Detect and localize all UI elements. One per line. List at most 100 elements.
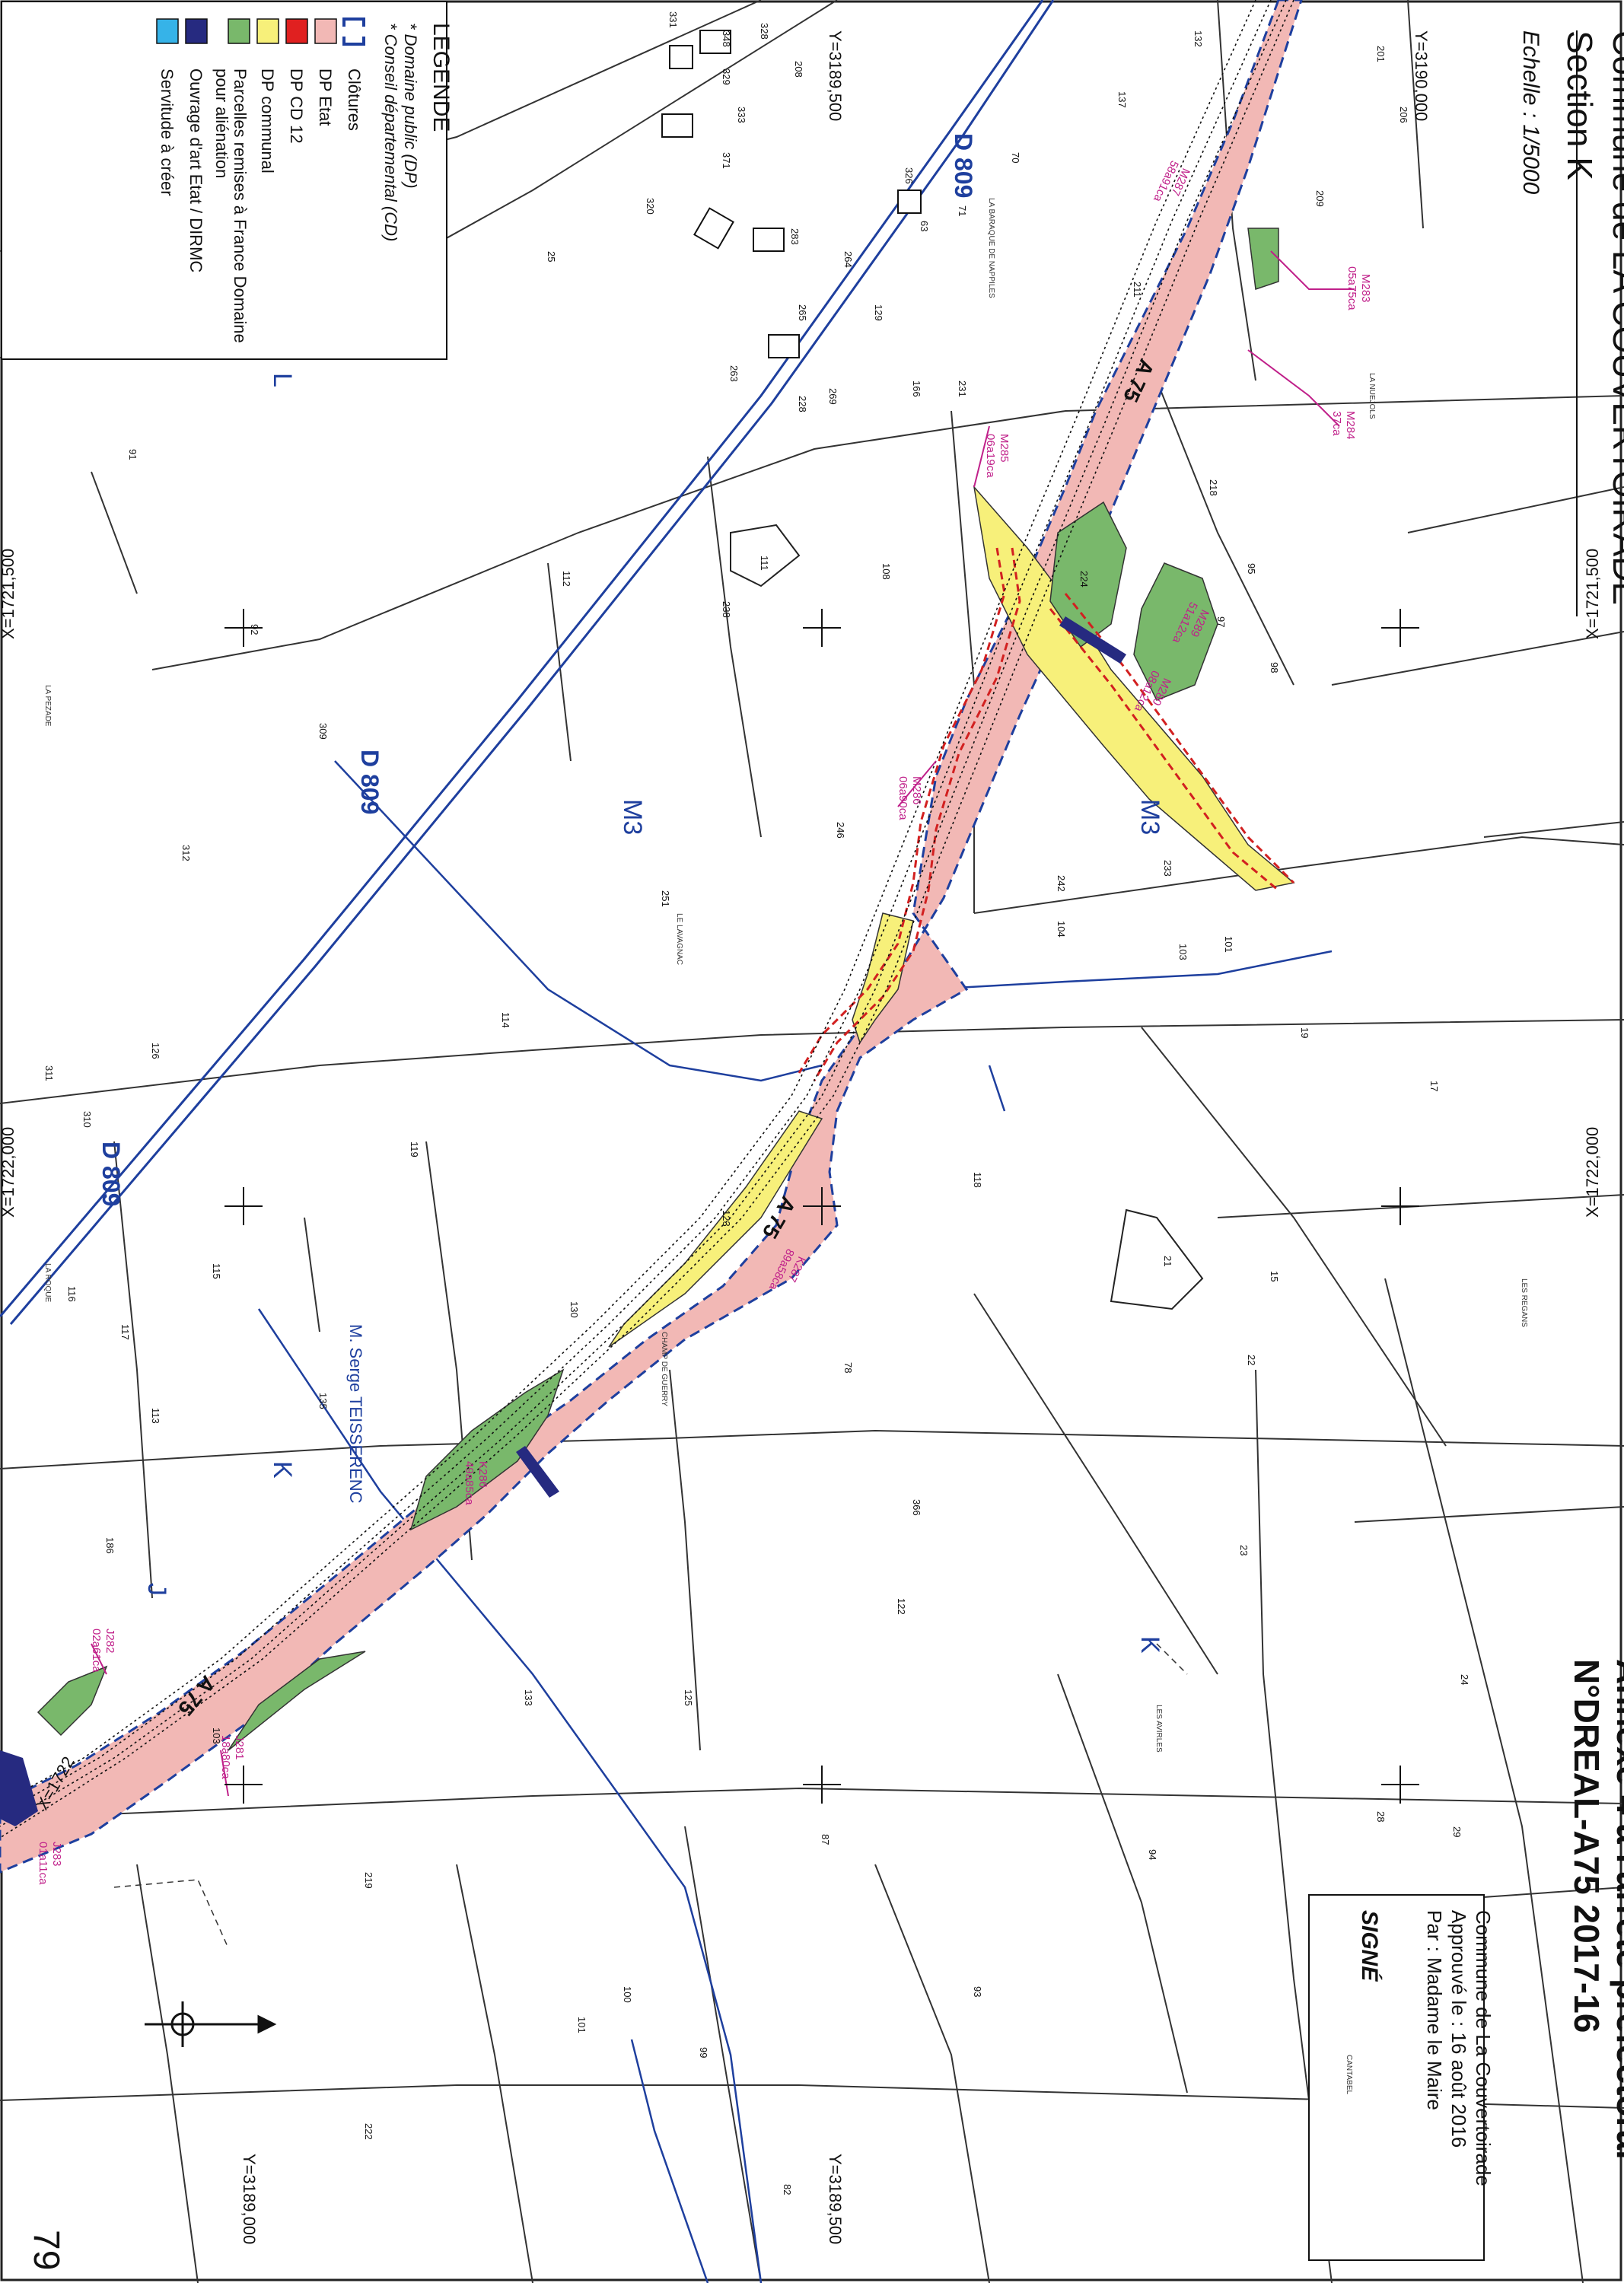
lieu-dit: LA ROQUE xyxy=(43,1263,52,1302)
parcel-number: 113 xyxy=(150,1408,161,1424)
dp-etat-area xyxy=(0,0,1303,1874)
a75-lanes xyxy=(0,0,1294,1839)
parcel-number: 71 xyxy=(957,205,968,216)
approval-date: Approuvé le : 16 août 2016 xyxy=(1447,1910,1470,2148)
section-l: L xyxy=(268,373,297,387)
parcel-number: 326 xyxy=(903,167,915,184)
legend-label-ouvrage-art: Ouvrage d'art Etat / DIRMC xyxy=(186,68,205,272)
section-m3-right: M3 xyxy=(1135,799,1164,835)
parcel-number: 186 xyxy=(104,1537,116,1554)
legend-label-clotures: Clôtures xyxy=(345,68,364,131)
parcel-number: 123 xyxy=(721,1210,732,1227)
legend-note-cd: * Conseil départemental (CD) xyxy=(381,23,400,241)
label-m285: M285 xyxy=(998,434,1011,463)
parcel-number: 310 xyxy=(81,1111,93,1128)
label-m283-area: 05a75ca xyxy=(1345,266,1358,310)
annex-line-1: Annexe 4 à l'arrêté préfectoral xyxy=(1610,1659,1624,2160)
label-j283: J283 xyxy=(50,1842,63,1867)
header-block: Commune de LA COUVERTOIRADE Section K Ec… xyxy=(1518,30,1624,605)
legend-note-dp: * Domaine public (DP) xyxy=(401,23,420,189)
parcel-number: 117 xyxy=(119,1324,131,1340)
north-arrow-icon xyxy=(145,2001,277,2047)
parcel-number: 95 xyxy=(1246,563,1257,574)
label-m286-area: 06a90ca xyxy=(896,776,909,820)
parcel-number: 23 xyxy=(1238,1545,1250,1555)
section-m3-left: M3 xyxy=(618,799,647,835)
parcel-number: 251 xyxy=(660,890,671,907)
parcel-number: 22 xyxy=(1246,1355,1257,1365)
lieu-dit: LE LAVAGNAC xyxy=(675,913,683,965)
parcel-number: 320 xyxy=(645,198,656,215)
legend-label-france-domaine-2: pour aliénation xyxy=(212,68,231,178)
label-k286-area: 49a85ca xyxy=(463,1461,476,1505)
parcel-number: 29 xyxy=(1451,1826,1463,1837)
label-m284-area: 37ca xyxy=(1330,411,1343,436)
parcel-number: 208 xyxy=(793,61,804,78)
label-d809-mid: D 809 xyxy=(356,750,384,814)
annex-line-2: N°DREAL-A75 2017-16 xyxy=(1567,1659,1606,2033)
red-swatch-icon xyxy=(285,18,308,44)
ouvrage-art-structures xyxy=(0,616,1126,1826)
parcel-number: 201 xyxy=(1375,46,1387,62)
green-swatch-icon xyxy=(228,18,250,44)
parcel-number: 70 xyxy=(1010,152,1021,163)
parcel-number: 283 xyxy=(789,228,801,245)
parcel-number: 87 xyxy=(820,1834,831,1845)
parcel-21-outline xyxy=(1110,1208,1204,1310)
parcel-number: 311 xyxy=(43,1065,55,1081)
section-title: Section K xyxy=(1560,30,1600,180)
parcel-number: 82 xyxy=(782,2184,793,2195)
parcel-111-outline xyxy=(730,524,801,587)
parcel-number: 348 xyxy=(721,30,732,47)
road-labels: D 809 D 809 D 809 xyxy=(97,133,977,1206)
yellow-swatch-icon xyxy=(256,18,279,44)
parcel-number: 93 xyxy=(972,1986,983,1997)
section-j: J xyxy=(142,1583,171,1596)
parcel-number: 111 xyxy=(759,556,770,571)
label-d809-bottom: D 809 xyxy=(97,1142,125,1206)
coord-x-1722: X=1722,000 xyxy=(1583,1127,1602,1218)
parcel-number: 97 xyxy=(1215,616,1227,627)
scale-label: Echelle : 1/5000 xyxy=(1518,30,1543,194)
map-title: Commune de LA COUVERTOIRADE xyxy=(1606,30,1624,605)
approval-text: Commune de La Couvertoirade Approuvé le … xyxy=(1357,1910,1495,2186)
label-m284: M284 xyxy=(1344,411,1357,440)
parcel-number: 19 xyxy=(1299,1027,1310,1038)
magenta-parcel-labels: M283 05a75ca M284 37ca M285 06a19ca M286… xyxy=(37,158,1372,1885)
parcel-number: 246 xyxy=(835,822,846,839)
parcel-number: 94 xyxy=(1147,1849,1158,1860)
grid-crosshairs xyxy=(224,609,1419,1804)
parcel-number: 329 xyxy=(721,68,732,85)
coord-x-1721: X=1721,500 xyxy=(1583,549,1602,639)
parcel-number: 242 xyxy=(1056,875,1067,892)
parcel-number: 129 xyxy=(873,304,884,321)
legend-label-france-domaine: Parcelles remises à France Domaine xyxy=(231,68,250,343)
parcel-number: 116 xyxy=(66,1286,78,1302)
label-k286: K286 xyxy=(476,1461,489,1488)
buildings xyxy=(661,30,922,358)
parcel-number: 103 xyxy=(211,1727,222,1744)
parcel-number: 263 xyxy=(728,365,740,382)
fence-bracket-icon xyxy=(342,18,365,46)
parcel-number: 371 xyxy=(721,152,732,169)
parcel-number: 238 xyxy=(721,601,732,618)
parcel-number: 101 xyxy=(576,2017,588,2033)
legend: LEGENDE * Domaine public (DP) * Conseil … xyxy=(156,18,454,343)
lieu-dit: CANTABEL xyxy=(1345,2055,1353,2094)
parcel-number: 91 xyxy=(127,449,139,460)
parcel-number: 112 xyxy=(561,571,572,587)
minor-roads xyxy=(257,760,1333,2283)
lieu-dit: CHAMP DE GUERRY xyxy=(660,1332,668,1406)
parcel-number: 265 xyxy=(797,304,808,321)
parcel-number: 114 xyxy=(500,1012,511,1028)
owner-label: M. Serge TEISSERENC xyxy=(346,1324,365,1504)
label-j281: J281 xyxy=(233,1735,246,1760)
approval-by: Par : Madame le Maire xyxy=(1423,1910,1446,2110)
parcel-number: 108 xyxy=(880,563,892,580)
parcel-number: 15 xyxy=(1269,1271,1280,1282)
magenta-leaders xyxy=(91,250,1355,1797)
parcel-number: 115 xyxy=(211,1263,222,1279)
parcel-number: 231 xyxy=(957,380,968,397)
